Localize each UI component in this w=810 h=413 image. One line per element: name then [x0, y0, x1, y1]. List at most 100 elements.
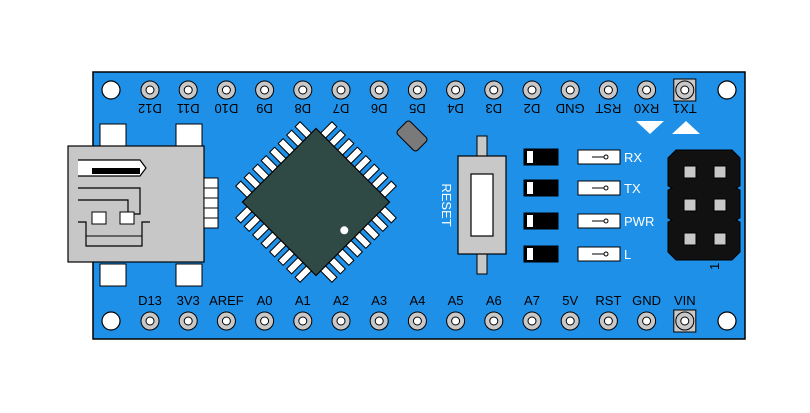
icsp-pin	[683, 232, 697, 246]
pin-hole	[412, 316, 422, 326]
pin-hole	[489, 316, 499, 326]
pin-hole	[145, 316, 155, 326]
mounting-hole	[717, 311, 737, 331]
mounting-hole	[101, 311, 121, 331]
pin-hole	[260, 316, 270, 326]
usb-tab	[175, 263, 203, 287]
usb-tab	[99, 263, 127, 287]
reset-button-cap[interactable]	[470, 173, 494, 237]
led-label: PWR	[624, 214, 654, 229]
bottom-pin-label: A6	[486, 293, 502, 308]
usb-pins	[203, 177, 219, 229]
icsp-header	[667, 149, 741, 261]
icsp-pin	[713, 232, 727, 246]
bottom-pin-label: 5V	[562, 293, 578, 308]
icsp-pin	[683, 198, 697, 212]
pin-hole	[298, 316, 308, 326]
pin-hole	[642, 316, 652, 326]
usb-spring	[78, 221, 150, 247]
led-label: L	[624, 247, 631, 262]
icsp-pin	[713, 165, 727, 179]
pin-hole	[336, 316, 346, 326]
resonator	[396, 120, 428, 152]
reset-label: RESET	[439, 183, 454, 226]
diode-band	[527, 151, 533, 163]
top-pin-label: RX0	[634, 101, 659, 116]
pin-hole	[298, 85, 308, 95]
mounting-hole	[717, 80, 737, 100]
reset-button[interactable]	[457, 135, 507, 275]
pin-hole	[680, 85, 690, 95]
bottom-pin-label: A1	[295, 293, 311, 308]
mounting-holes	[101, 80, 737, 331]
top-pin-label: D10	[214, 101, 238, 116]
pin-hole	[336, 85, 346, 95]
led-label: RX	[624, 150, 642, 165]
icsp-pin	[713, 198, 727, 212]
pin-hole	[603, 85, 613, 95]
top-pin-label: D9	[256, 101, 273, 116]
pin-hole	[221, 85, 231, 95]
diode-band	[527, 248, 533, 260]
usb-tab	[99, 123, 127, 147]
microcontroller-chip	[235, 121, 397, 283]
bottom-pin-header: D13 3V3 AREF A0 A1 A2 A3 A4 A5 A6 A7 5V RST GND VIN	[138, 293, 697, 333]
pin-hole	[145, 85, 155, 95]
top-pin-header: D12 D11 D10 D9 D8 D7 D6 D5 D4 D3 D2 GND RST RX0 TX1	[138, 78, 697, 116]
icsp-pin1-label: 1	[707, 263, 722, 270]
usb-connector	[67, 123, 219, 287]
top-pin-label: GND	[556, 101, 585, 116]
bottom-pin-label: VIN	[674, 293, 696, 308]
led-label: TX	[624, 181, 641, 196]
icsp-pin	[683, 165, 697, 179]
top-pin-label: D7	[333, 101, 350, 116]
bottom-pin-label: A0	[257, 293, 273, 308]
bottom-pin-label: D13	[138, 293, 162, 308]
bottom-pin-label: A7	[524, 293, 540, 308]
top-pin-label: D5	[409, 101, 426, 116]
pin-hole	[374, 316, 384, 326]
bottom-pin-label: RST	[595, 293, 621, 308]
pin-hole	[642, 85, 652, 95]
bottom-pin-label: 3V3	[177, 293, 200, 308]
pin-hole	[527, 316, 537, 326]
top-pin-label: TX1	[673, 101, 697, 116]
pin-hole	[680, 316, 690, 326]
pin-hole	[221, 316, 231, 326]
bottom-pin-label: A2	[333, 293, 349, 308]
chip-body	[241, 127, 391, 277]
bottom-pin-label: A5	[448, 293, 464, 308]
pin-hole	[260, 85, 270, 95]
top-pin-label: D6	[371, 101, 388, 116]
pin-hole	[603, 316, 613, 326]
pin-hole	[412, 85, 422, 95]
bottom-pin-label: A3	[371, 293, 387, 308]
icsp-header-outline	[667, 149, 741, 261]
down-arrow-icon	[636, 121, 664, 134]
diode-band	[527, 182, 533, 194]
top-pin-label: D8	[294, 101, 311, 116]
top-pin-label: D12	[138, 101, 162, 116]
pin-hole	[565, 85, 575, 95]
up-arrow-icon	[672, 121, 700, 134]
bottom-pin-label: AREF	[209, 293, 244, 308]
pin1-dot	[340, 226, 349, 235]
bottom-pin-label: A4	[409, 293, 425, 308]
top-pin-label: D4	[447, 101, 464, 116]
mounting-hole	[101, 80, 121, 100]
diode-band	[527, 215, 533, 227]
usb-tab	[175, 123, 203, 147]
top-pin-label: D11	[177, 101, 200, 116]
top-pin-label: D3	[485, 101, 502, 116]
top-pin-label: RST	[595, 101, 621, 116]
pin-hole	[527, 85, 537, 95]
pin-hole	[183, 316, 193, 326]
pin-hole	[489, 85, 499, 95]
top-pin-label: D2	[524, 101, 541, 116]
pin-hole	[183, 85, 193, 95]
pin-hole	[565, 316, 575, 326]
bottom-pin-label: GND	[632, 293, 661, 308]
pin-hole	[374, 85, 384, 95]
pin-hole	[451, 85, 461, 95]
pin-hole	[451, 316, 461, 326]
